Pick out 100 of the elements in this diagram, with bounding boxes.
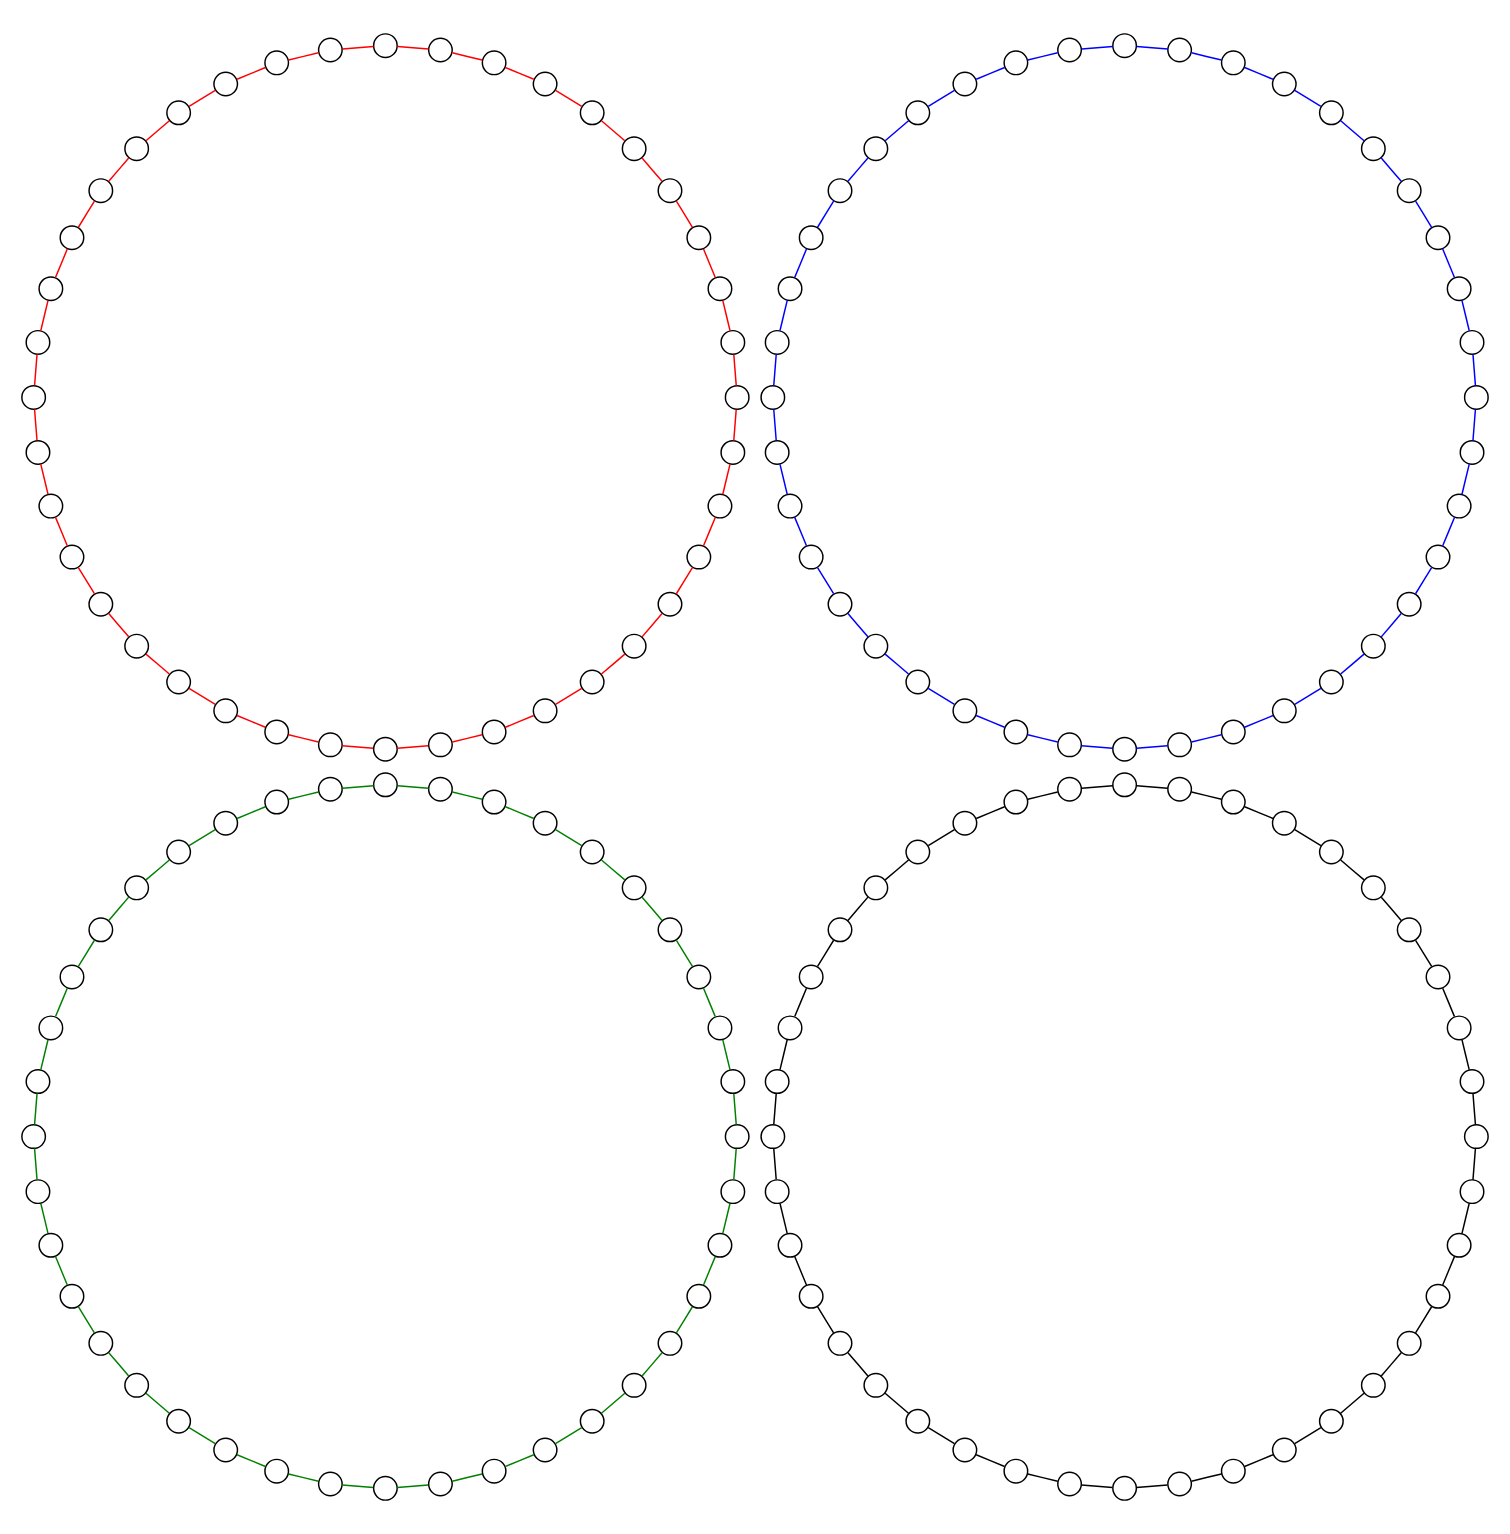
node-circle (124, 633, 150, 659)
connector (1414, 566, 1433, 595)
node-circle (166, 100, 192, 126)
connector (641, 157, 663, 183)
node-circle (317, 776, 343, 802)
connector (108, 896, 130, 922)
connector (1339, 653, 1365, 675)
node-circle (481, 1458, 507, 1484)
node-circle (25, 1069, 51, 1095)
connector (1135, 1484, 1169, 1489)
connector (396, 45, 430, 50)
node-circle (213, 810, 239, 836)
node-circle (213, 698, 239, 724)
connector (1294, 89, 1322, 108)
node-circle (25, 1179, 51, 1205)
node-circle (1425, 1283, 1451, 1309)
connector (504, 66, 535, 81)
connector (779, 463, 788, 495)
node-circle (1271, 71, 1297, 97)
node-circle (1220, 50, 1246, 76)
connector (675, 939, 694, 968)
connector (1027, 52, 1059, 61)
node-circle (481, 789, 507, 815)
node-circle (621, 136, 647, 162)
node-circle (827, 178, 853, 204)
node-circle (427, 732, 453, 758)
node-circle (764, 329, 790, 355)
connector (675, 200, 694, 229)
connector (1027, 734, 1059, 743)
connector (33, 353, 38, 386)
node-circle (579, 839, 605, 865)
node-circle (657, 178, 683, 204)
connector (600, 859, 626, 881)
node-circle (579, 1408, 605, 1434)
node-circle (707, 1232, 733, 1258)
connector (33, 1092, 38, 1126)
connector (779, 299, 788, 332)
node-circle (760, 384, 786, 410)
node-circle (952, 698, 978, 724)
node-circle (707, 276, 733, 302)
node-circle (863, 136, 889, 162)
connector (1136, 45, 1169, 50)
node-circle (1396, 591, 1422, 617)
connector (236, 1453, 267, 1468)
connector (77, 939, 96, 968)
connector (733, 1093, 737, 1126)
connector (1461, 1202, 1470, 1235)
connector (1472, 1093, 1477, 1126)
node-circle (798, 1283, 824, 1309)
node-circle (1318, 669, 1344, 695)
connector (975, 66, 1006, 81)
connector (1135, 745, 1169, 749)
connector (773, 1092, 777, 1126)
node-circle (657, 917, 683, 943)
connector (40, 1202, 49, 1235)
node-circle (579, 669, 605, 695)
node-circle (827, 1330, 853, 1356)
node-circle (1220, 719, 1246, 745)
node-circle (905, 1408, 931, 1434)
node-circle (38, 493, 64, 519)
connector (641, 1351, 663, 1377)
connector (554, 89, 583, 108)
connector (927, 89, 956, 108)
node-circle (124, 1372, 150, 1398)
connector (733, 408, 737, 442)
node-circle (863, 875, 889, 901)
connector (927, 828, 956, 847)
node-circle (1220, 1458, 1246, 1484)
node-circle (1057, 1471, 1083, 1497)
node-circle (59, 225, 85, 251)
connector (54, 516, 69, 547)
connector (600, 120, 626, 142)
node-circle (686, 964, 712, 990)
connector (1243, 806, 1274, 820)
connector (1339, 1392, 1365, 1414)
connector (794, 248, 808, 279)
connector (504, 714, 535, 728)
connector (722, 1202, 731, 1235)
connector (927, 1426, 956, 1445)
node-circle (1459, 1179, 1485, 1205)
connector (396, 1484, 429, 1489)
connector (287, 791, 320, 800)
connector (773, 1147, 777, 1181)
node-circle (827, 591, 853, 617)
connector (145, 1392, 171, 1414)
node-circle (124, 875, 150, 901)
connector (287, 734, 320, 743)
connector (554, 828, 583, 847)
node-circle (760, 1124, 786, 1150)
node-circle (481, 719, 507, 745)
node-circle (1446, 493, 1472, 519)
connector (1027, 1473, 1059, 1482)
node-circle (1057, 732, 1083, 758)
connector (975, 806, 1006, 820)
node-circle (427, 1471, 453, 1497)
connector (54, 1255, 69, 1286)
node-circle (1112, 736, 1138, 762)
node-circle (686, 1283, 712, 1309)
connector (816, 1305, 835, 1334)
connector (975, 714, 1006, 728)
